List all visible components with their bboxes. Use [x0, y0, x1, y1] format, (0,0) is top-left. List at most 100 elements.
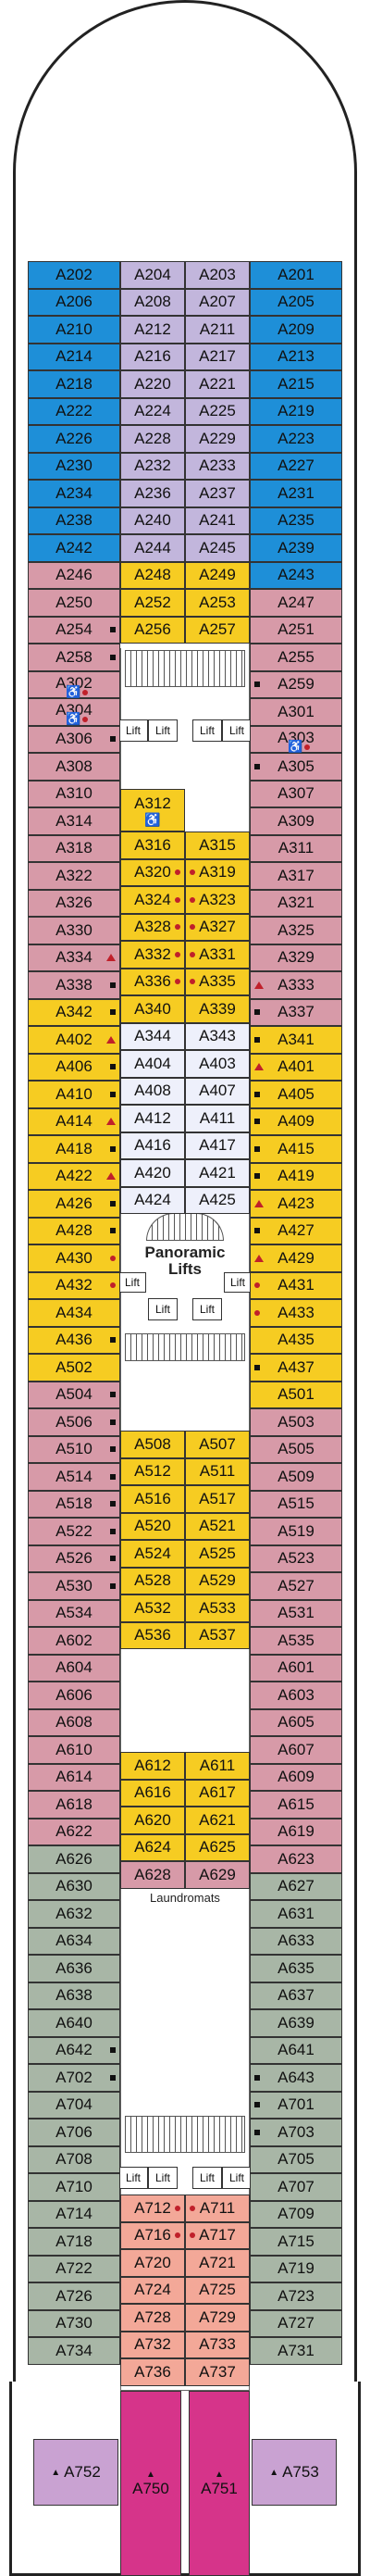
cabin-a709[interactable]: A709 — [250, 2200, 342, 2228]
cabin-a504[interactable]: A504 — [28, 1381, 120, 1408]
cabin-a431[interactable]: A431 — [250, 1271, 342, 1299]
cabin-a242[interactable]: A242 — [28, 534, 120, 562]
cabin-a250[interactable]: A250 — [28, 589, 120, 617]
cabin-a414[interactable]: A414 — [28, 1107, 120, 1135]
cabin-a708[interactable]: A708 — [28, 2145, 120, 2173]
cabin-a729[interactable]: A729 — [185, 2304, 250, 2332]
cabin-a523[interactable]: A523 — [250, 1544, 342, 1572]
cabin-a752[interactable]: ▲ A752 — [33, 2439, 118, 2506]
cabin-a338[interactable]: A338 — [28, 971, 120, 999]
cabin-a622[interactable]: A622 — [28, 1818, 120, 1845]
lift[interactable]: Lift — [192, 719, 222, 742]
cabin-a714[interactable]: A714 — [28, 2200, 120, 2228]
cabin-a220[interactable]: A220 — [120, 370, 185, 398]
cabin-a429[interactable]: A429 — [250, 1244, 342, 1272]
cabin-a225[interactable]: A225 — [185, 397, 250, 425]
cabin-a209[interactable]: A209 — [250, 316, 342, 344]
cabin-a314[interactable]: A314 — [28, 807, 120, 835]
cabin-a724[interactable]: A724 — [120, 2276, 185, 2304]
cabin-a725[interactable]: A725 — [185, 2276, 250, 2304]
cabin-a420[interactable]: A420 — [120, 1159, 185, 1187]
cabin-a521[interactable]: A521 — [185, 1512, 250, 1540]
cabin-a330[interactable]: A330 — [28, 917, 120, 944]
cabin-a244[interactable]: A244 — [120, 534, 185, 562]
cabin-a750[interactable]: ▲ A750 — [120, 2391, 181, 2576]
cabin-a240[interactable]: A240 — [120, 506, 185, 534]
cabin-a640[interactable]: A640 — [28, 2009, 120, 2037]
cabin-a726[interactable]: A726 — [28, 2282, 120, 2310]
cabin-a606[interactable]: A606 — [28, 1682, 120, 1709]
cabin-a636[interactable]: A636 — [28, 1955, 120, 1982]
cabin-a312[interactable]: A312 ♿ — [120, 789, 185, 832]
cabin-a258[interactable]: A258 — [28, 644, 120, 671]
cabin-a537[interactable]: A537 — [185, 1621, 250, 1649]
cabin-a236[interactable]: A236 — [120, 480, 185, 507]
cabin-a705[interactable]: A705 — [250, 2145, 342, 2173]
cabin-a310[interactable]: A310 — [28, 780, 120, 807]
cabin-a519[interactable]: A519 — [250, 1518, 342, 1545]
cabin-a611[interactable]: A611 — [185, 1752, 250, 1780]
cabin-a733[interactable]: A733 — [185, 2331, 250, 2358]
cabin-a639[interactable]: A639 — [250, 2009, 342, 2037]
cabin-a635[interactable]: A635 — [250, 1955, 342, 1982]
cabin-a304[interactable]: A304♿ — [28, 698, 120, 726]
cabin-a254[interactable]: A254 — [28, 616, 120, 644]
cabin-a520[interactable]: A520 — [120, 1512, 185, 1540]
cabin-a502[interactable]: A502 — [28, 1354, 120, 1382]
cabin-a703[interactable]: A703 — [250, 2119, 342, 2146]
cabin-a203[interactable]: A203 — [185, 261, 250, 289]
cabin-a337[interactable]: A337 — [250, 998, 342, 1026]
cabin-a218[interactable]: A218 — [28, 370, 120, 398]
cabin-a522[interactable]: A522 — [28, 1518, 120, 1545]
cabin-a408[interactable]: A408 — [120, 1077, 185, 1105]
cabin-a409[interactable]: A409 — [250, 1107, 342, 1135]
cabin-a642[interactable]: A642 — [28, 2036, 120, 2064]
cabin-a430[interactable]: A430 — [28, 1244, 120, 1272]
cabin-a223[interactable]: A223 — [250, 425, 342, 453]
cabin-a226[interactable]: A226 — [28, 425, 120, 453]
cabin-a530[interactable]: A530 — [28, 1572, 120, 1600]
cabin-a424[interactable]: A424 — [120, 1186, 185, 1214]
cabin-a528[interactable]: A528 — [120, 1567, 185, 1594]
cabin-a701[interactable]: A701 — [250, 2091, 342, 2119]
cabin-a532[interactable]: A532 — [120, 1594, 185, 1622]
cabin-a641[interactable]: A641 — [250, 2036, 342, 2064]
cabin-a723[interactable]: A723 — [250, 2282, 342, 2310]
cabin-a332[interactable]: A332 — [120, 941, 185, 969]
cabin-a437[interactable]: A437 — [250, 1354, 342, 1382]
cabin-a702[interactable]: A702 — [28, 2064, 120, 2092]
cabin-a253[interactable]: A253 — [185, 589, 250, 617]
cabin-a204[interactable]: A204 — [120, 261, 185, 289]
cabin-a216[interactable]: A216 — [120, 343, 185, 370]
cabin-a620[interactable]: A620 — [120, 1807, 185, 1834]
cabin-a535[interactable]: A535 — [250, 1627, 342, 1655]
cabin-a307[interactable]: A307 — [250, 780, 342, 807]
cabin-a704[interactable]: A704 — [28, 2091, 120, 2119]
lift[interactable]: Lift — [192, 1298, 222, 1320]
cabin-a315[interactable]: A315 — [185, 832, 250, 859]
cabin-a730[interactable]: A730 — [28, 2309, 120, 2337]
cabin-a212[interactable]: A212 — [120, 316, 185, 344]
cabin-a328[interactable]: A328 — [120, 913, 185, 941]
cabin-a721[interactable]: A721 — [185, 2249, 250, 2277]
lift[interactable]: Lift — [222, 2167, 252, 2189]
cabin-a401[interactable]: A401 — [250, 1053, 342, 1081]
cabin-a425[interactable]: A425 — [185, 1186, 250, 1214]
cabin-a511[interactable]: A511 — [185, 1457, 250, 1485]
cabin-a323[interactable]: A323 — [185, 886, 250, 914]
cabin-a327[interactable]: A327 — [185, 913, 250, 941]
cabin-a405[interactable]: A405 — [250, 1081, 342, 1108]
cabin-a717[interactable]: A717 — [185, 2221, 250, 2249]
cabin-a436[interactable]: A436 — [28, 1326, 120, 1354]
cabin-a632[interactable]: A632 — [28, 1900, 120, 1928]
cabin-a235[interactable]: A235 — [250, 506, 342, 534]
cabin-a308[interactable]: A308 — [28, 753, 120, 781]
cabin-a630[interactable]: A630 — [28, 1872, 120, 1900]
cabin-a508[interactable]: A508 — [120, 1431, 185, 1458]
cabin-a311[interactable]: A311 — [250, 834, 342, 862]
cabin-a601[interactable]: A601 — [250, 1654, 342, 1682]
cabin-a718[interactable]: A718 — [28, 2228, 120, 2256]
cabin-a255[interactable]: A255 — [250, 644, 342, 671]
cabin-a610[interactable]: A610 — [28, 1736, 120, 1764]
cabin-a623[interactable]: A623 — [250, 1845, 342, 1873]
